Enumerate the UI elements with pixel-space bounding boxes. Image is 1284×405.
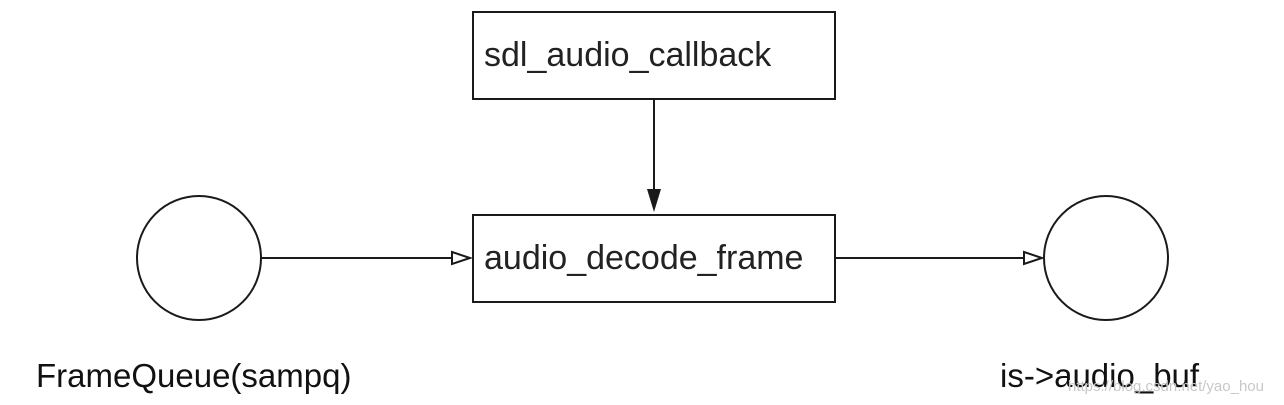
sdl-audio-callback-box: sdl_audio_callback	[472, 11, 836, 100]
input-queue-label: FrameQueue(sampq)	[36, 357, 352, 394]
callback-to-decode-arrowhead	[647, 189, 661, 212]
audio-decode-frame-box: audio_decode_frame	[472, 214, 836, 303]
output-buffer-label: is->audio_buf	[1000, 357, 1200, 394]
input-to-decode-arrowhead	[451, 250, 474, 266]
watermark: https://blog.csdn.net/yao_hou	[1068, 378, 1264, 395]
decode-to-output-arrowhead	[1023, 250, 1046, 266]
output-buffer-node	[1043, 195, 1169, 321]
audio-decode-frame-label: audio_decode_frame	[484, 239, 804, 277]
sdl-audio-callback-label: sdl_audio_callback	[484, 36, 772, 74]
input-queue-node	[136, 195, 262, 321]
